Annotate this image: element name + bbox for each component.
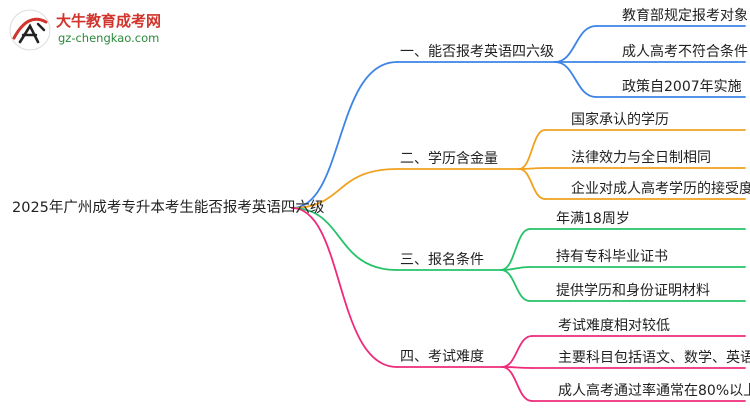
leaf-label: 法律效力与全日制相同: [571, 150, 711, 166]
leaf-label: 企业对成人高考学历的接受度: [571, 181, 750, 197]
leaf-label: 成人高考不符合条件: [622, 44, 748, 60]
leaf-label: 国家承认的学历: [571, 112, 669, 128]
leaf-connector: [501, 335, 533, 368]
leaf-label: 成人高考通过率通常在80%以上: [558, 383, 750, 399]
leaf-label: 政策自2007年实施: [622, 79, 742, 95]
branch-connector: [291, 207, 398, 271]
branch-connector: [291, 168, 398, 209]
leaf-connector: [554, 61, 597, 98]
leaf-label: 考试难度相对较低: [558, 318, 670, 334]
root-topic: 2025年广州成考专升本考生能否报考英语四六级: [12, 200, 325, 216]
leaf-connector: [501, 366, 533, 402]
leaf-connector: [518, 129, 546, 170]
branch-connector: [291, 207, 398, 368]
logo-brand-text: 大牛教育成考网: [56, 12, 162, 30]
branch-label: 一、能否报考英语四六级: [400, 44, 554, 60]
leaf-connector: [518, 167, 546, 170]
leaf-label: 主要科目包括语文、数学、英语: [558, 350, 750, 366]
leaf-connector: [518, 168, 546, 200]
branch-label: 二、学历含金量: [400, 151, 498, 167]
branch-label: 三、报名条件: [400, 252, 484, 268]
logo-url-text: gz-chengkao.com: [58, 31, 160, 45]
branch-connector: [291, 61, 398, 209]
branch-label: 四、考试难度: [400, 349, 484, 365]
leaf-label: 提供学历和身份证明材料: [556, 283, 710, 299]
leaf-connector: [500, 228, 531, 271]
leaf-label: 持有专科毕业证书: [556, 249, 668, 265]
site-logo[interactable]: 大牛教育成考网 gz-chengkao.com: [8, 6, 178, 56]
logo-mark-icon: [9, 9, 51, 51]
leaf-label: 年满18周岁: [556, 211, 630, 227]
leaf-connector: [554, 25, 597, 63]
leaf-label: 教育部规定报考对象: [622, 8, 748, 24]
leaf-connector: [500, 269, 531, 302]
